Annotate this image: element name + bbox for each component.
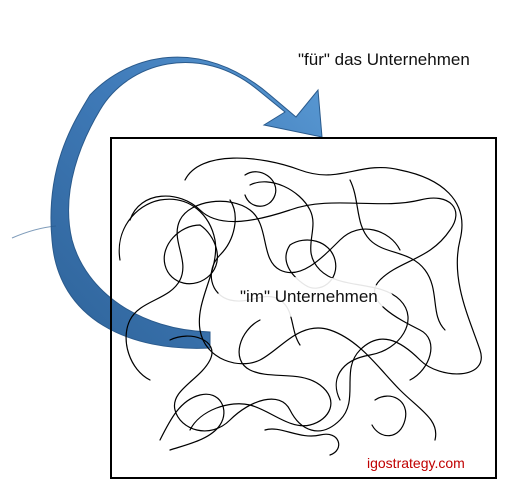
arrow-shading-line — [11, 225, 57, 239]
watermark-text: igostrategy.com — [367, 455, 465, 471]
company-frame — [110, 137, 497, 479]
inside-label-halo — [217, 277, 393, 317]
outside-label: "für" das Unternehmen — [298, 50, 470, 69]
curved-arrow — [50, 56, 323, 349]
inside-label: "im" Unternehmen — [240, 287, 378, 306]
